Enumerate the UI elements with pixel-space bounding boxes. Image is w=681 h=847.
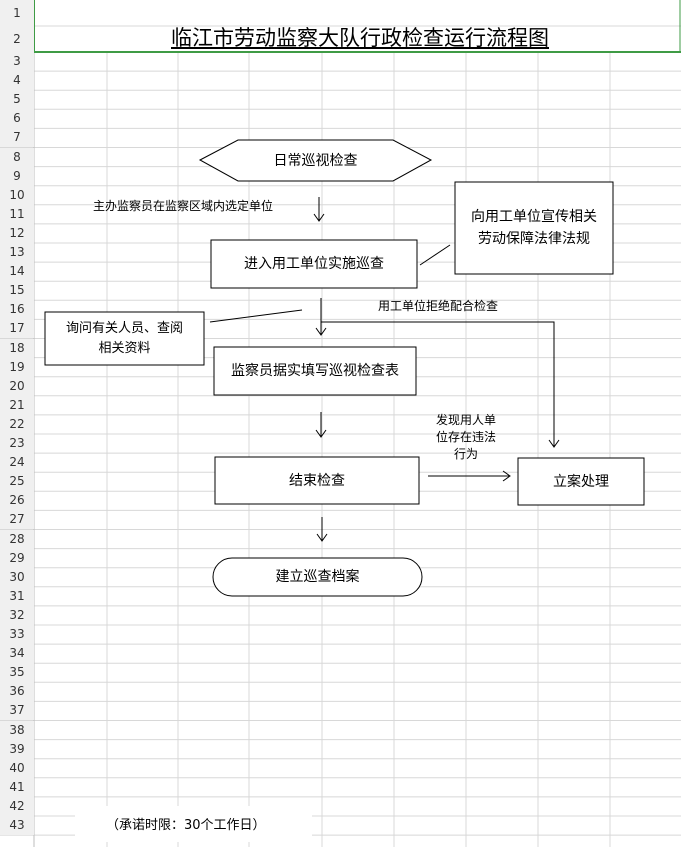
row-number[interactable]: 18 — [0, 338, 34, 358]
row-number[interactable]: 13 — [0, 243, 34, 263]
row-number[interactable]: 2 — [0, 26, 34, 52]
start-hexagon[interactable] — [198, 139, 433, 182]
row-number[interactable]: 14 — [0, 262, 34, 282]
row-number[interactable]: 25 — [0, 472, 34, 492]
row-number[interactable]: 21 — [0, 395, 34, 415]
violation-note: 发现用人单 位存在违法 行为 — [424, 411, 508, 463]
inquiry-box[interactable] — [44, 311, 205, 366]
row-number[interactable]: 4 — [0, 71, 34, 91]
row-number[interactable]: 28 — [0, 529, 34, 549]
row-number[interactable]: 15 — [0, 281, 34, 301]
violation-note-line3: 行为 — [453, 446, 478, 461]
row-number[interactable]: 24 — [0, 453, 34, 473]
start-label: 日常巡视检查 — [273, 152, 358, 169]
row-number[interactable]: 8 — [0, 147, 34, 167]
row-number[interactable]: 22 — [0, 414, 34, 434]
row-number[interactable]: 33 — [0, 625, 34, 645]
file-case-label: 立案处理 — [553, 473, 609, 490]
inquiry-label-line1: 询问有关人员、查阅 — [65, 320, 183, 336]
select-unit-note: 主办监察员在监察区域内选定单位 — [93, 199, 274, 213]
fill-form-box[interactable] — [213, 346, 417, 396]
row-number[interactable]: 16 — [0, 300, 34, 320]
row-number[interactable]: 1 — [0, 0, 34, 26]
row-number[interactable]: 19 — [0, 357, 34, 377]
violation-note-line2: 位存在违法 — [435, 429, 496, 444]
row-number[interactable]: 32 — [0, 605, 34, 625]
row-number[interactable]: 42 — [0, 796, 34, 816]
archive-terminator[interactable] — [212, 557, 423, 597]
row-number[interactable]: 10 — [0, 185, 34, 205]
inquiry-label-line2: 相关资料 — [98, 340, 151, 356]
row-number[interactable]: 6 — [0, 109, 34, 129]
violation-note-line1: 发现用人单 — [435, 412, 496, 427]
row-number[interactable]: 11 — [0, 204, 34, 224]
archive-label: 建立巡查档案 — [275, 569, 360, 585]
row-number[interactable]: 9 — [0, 166, 34, 186]
inquiry-label: 询问有关人员、查阅 相关资料 — [45, 312, 204, 365]
row-number[interactable]: 35 — [0, 663, 34, 683]
row-number[interactable]: 39 — [0, 739, 34, 759]
publicize-label: 向用工单位宣传相关 劳动保障法律法规 — [455, 200, 613, 256]
row-number[interactable]: 41 — [0, 777, 34, 797]
row-number[interactable]: 27 — [0, 510, 34, 530]
row-number[interactable]: 38 — [0, 720, 34, 740]
row-number[interactable]: 43 — [0, 816, 34, 836]
end-check-box[interactable] — [214, 456, 420, 505]
row-number[interactable]: 36 — [0, 682, 34, 702]
enter-label: 进入用工单位实施巡查 — [244, 256, 384, 272]
enter-box[interactable] — [210, 239, 418, 289]
row-number[interactable]: 26 — [0, 491, 34, 511]
row-number[interactable]: 34 — [0, 644, 34, 664]
row-number[interactable]: 23 — [0, 434, 34, 454]
row-number[interactable]: 37 — [0, 701, 34, 721]
row-number[interactable]: 29 — [0, 548, 34, 568]
row-number[interactable]: 40 — [0, 758, 34, 778]
refuse-note: 用工单位拒绝配合检查 — [378, 299, 499, 313]
end-check-label: 结束检查 — [289, 472, 345, 489]
row-number[interactable]: 12 — [0, 223, 34, 243]
row-number[interactable]: 5 — [0, 90, 34, 110]
row-number[interactable]: 3 — [0, 52, 34, 72]
fill-form-label: 监察员据实填写巡视检查表 — [231, 363, 399, 379]
row-number[interactable]: 30 — [0, 567, 34, 587]
row-number[interactable]: 20 — [0, 376, 34, 396]
row-number[interactable]: 31 — [0, 586, 34, 606]
publicize-box[interactable] — [454, 181, 614, 275]
page-title: 临江市劳动监察大队行政检查运行流程图 — [171, 26, 549, 50]
row-number[interactable]: 17 — [0, 319, 34, 339]
file-case-box[interactable] — [517, 457, 645, 506]
row-number[interactable]: 7 — [0, 128, 34, 148]
deadline-footer: （承诺时限：30个工作日） — [106, 818, 266, 833]
publicize-label-line1: 向用工单位宣传相关 — [471, 209, 597, 225]
publicize-label-line2: 劳动保障法律法规 — [478, 231, 590, 247]
